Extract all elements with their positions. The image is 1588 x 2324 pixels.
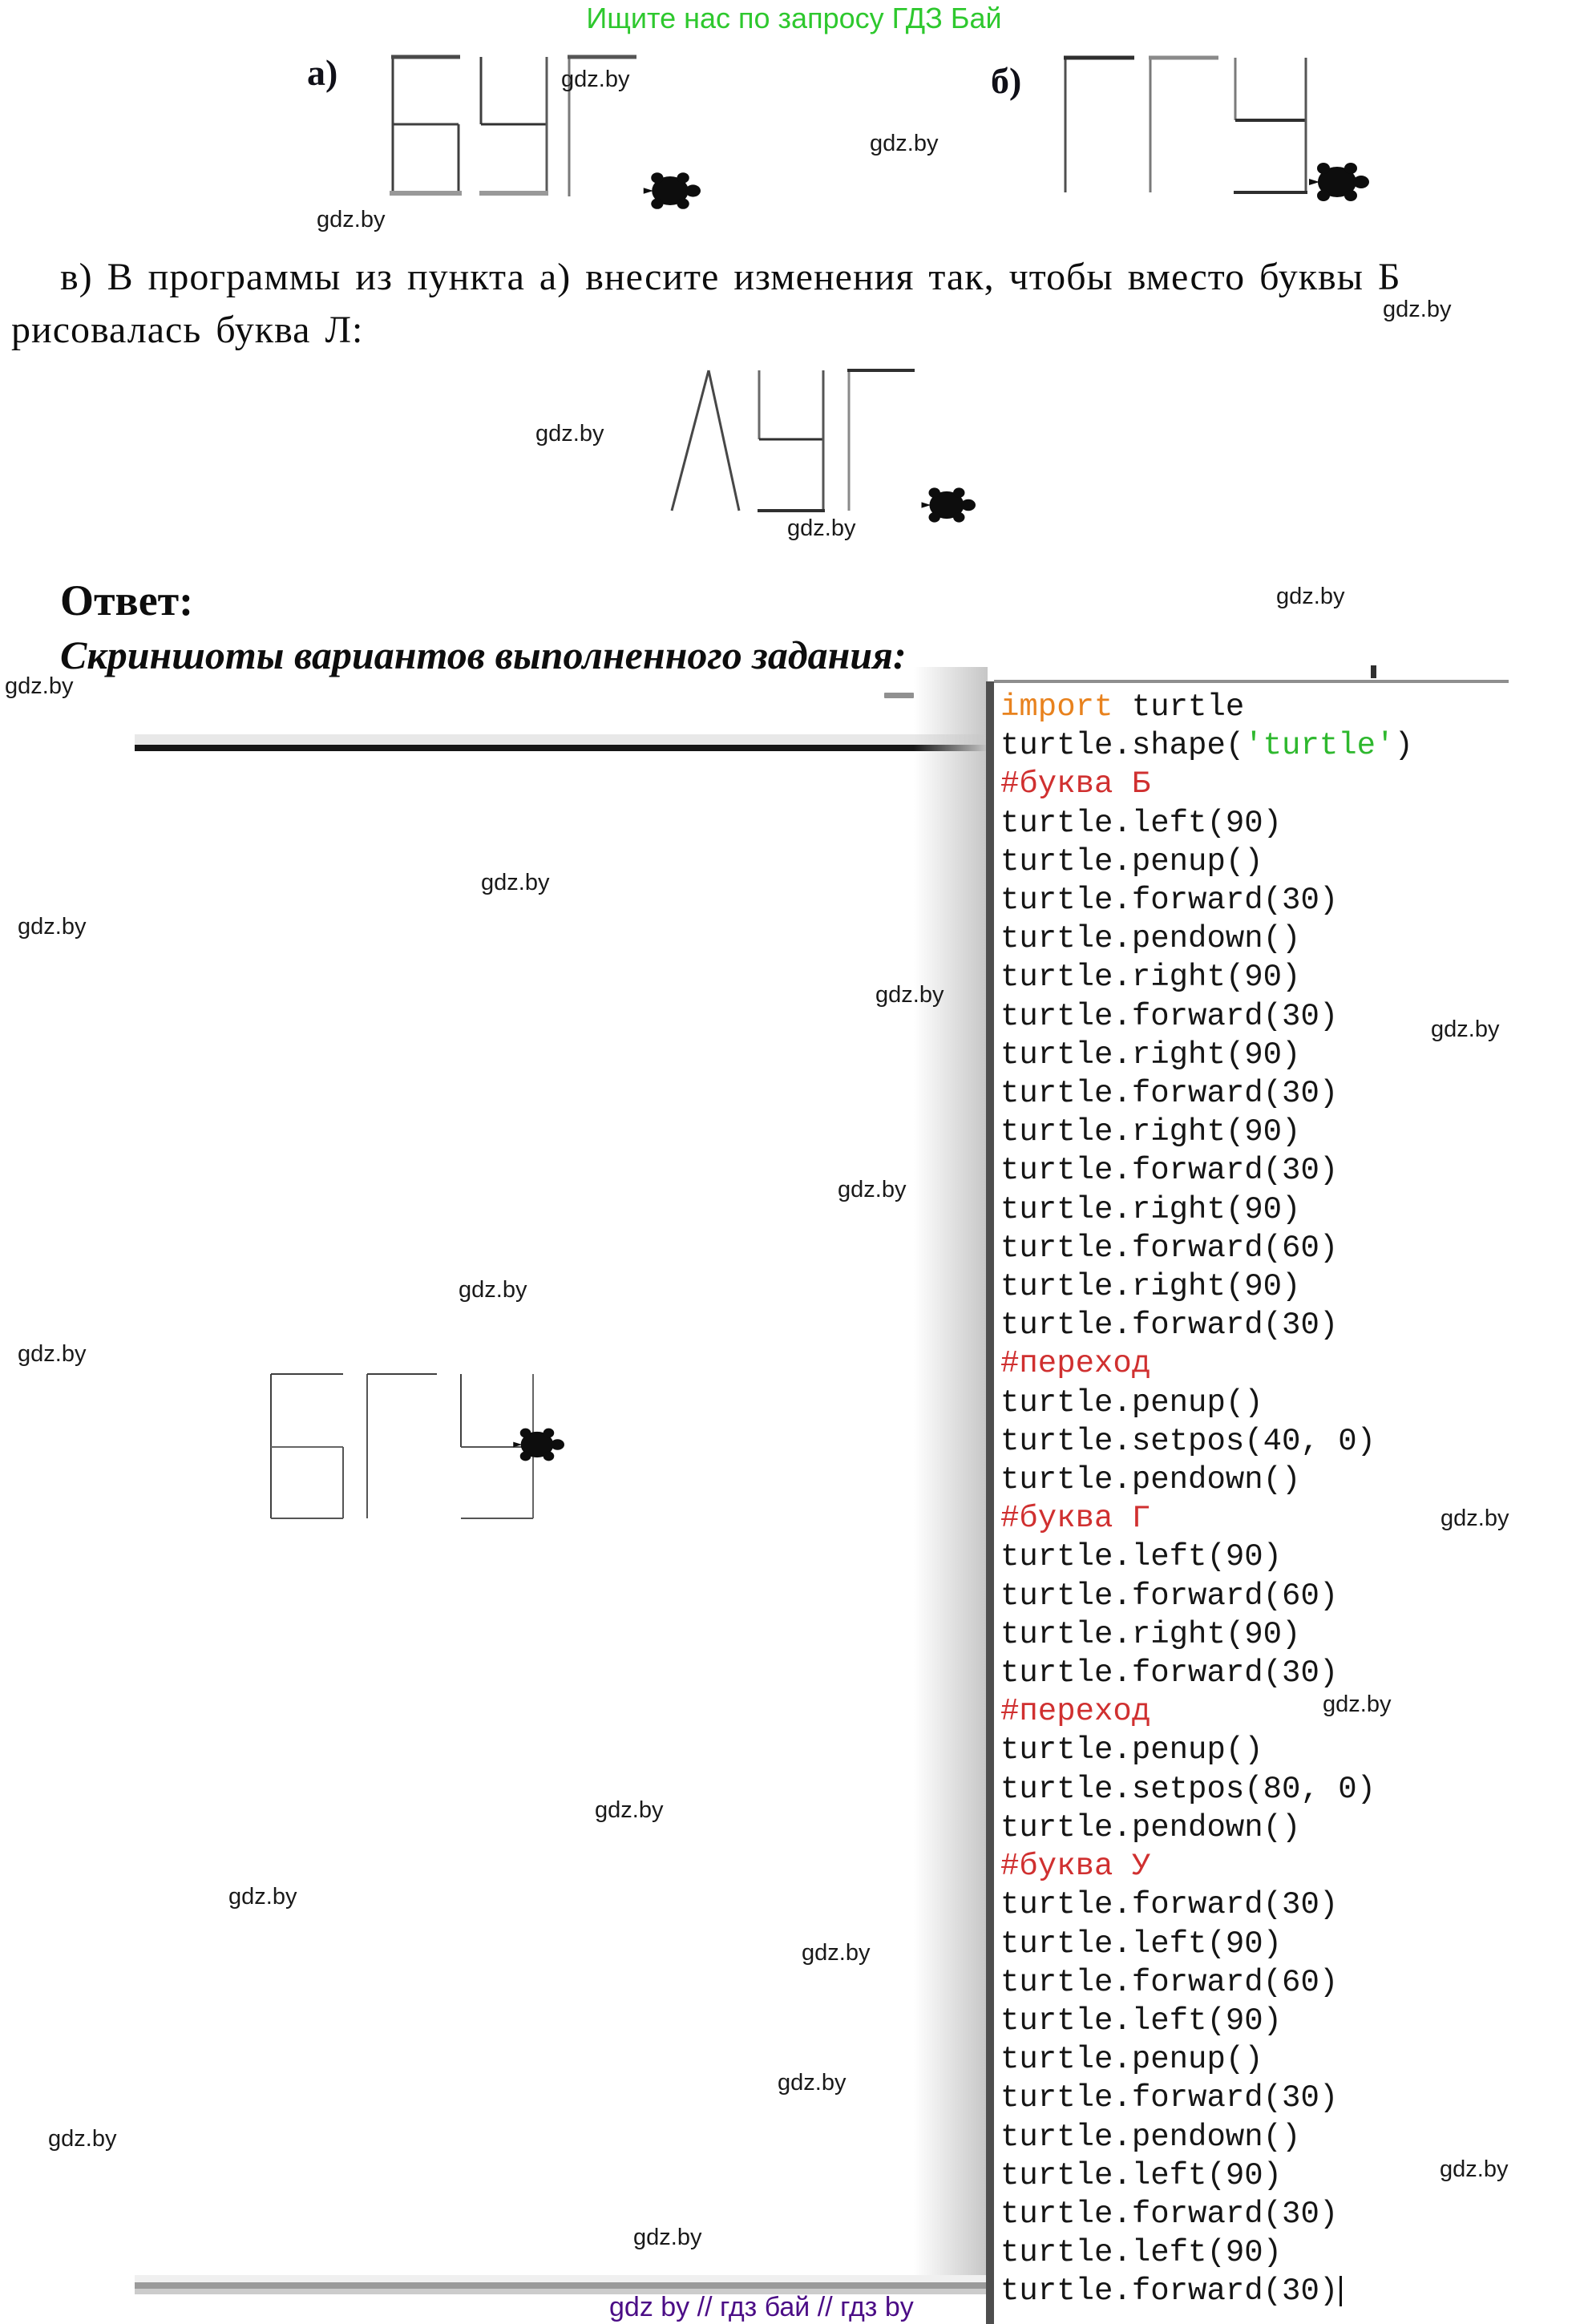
site-header: Ищите нас по запросу ГДЗ Бай — [586, 2, 1002, 34]
code-line: turtle.right(90) — [1000, 1037, 1301, 1073]
code-line: turtle.forward(60) — [1000, 1230, 1339, 1266]
titlebar-band — [135, 734, 988, 745]
gdz-watermark: gdz.by — [802, 1940, 871, 1966]
site-footer: gdz by // гдз бай // гдз by — [609, 2292, 914, 2322]
code-line: turtle.pendown() — [1000, 2119, 1301, 2155]
code-line: turtle.right(90) — [1000, 1114, 1301, 1150]
code-line: turtle.pendown() — [1000, 1809, 1301, 1845]
code-line: turtle.forward(60) — [1000, 1578, 1339, 1614]
gdz-watermark: gdz.by — [1431, 1016, 1500, 1042]
code-line: #буква У — [1000, 1849, 1151, 1885]
code-line: turtle.pendown() — [1000, 1462, 1301, 1498]
code-line: turtle.right(90) — [1000, 1616, 1301, 1652]
code-line: turtle.shape('turtle') — [1000, 728, 1413, 764]
gdz-watermark: gdz.by — [1276, 584, 1345, 609]
gdz-watermark: gdz.by — [875, 982, 944, 1008]
code-line: turtle.left(90) — [1000, 2157, 1283, 2193]
gdz-watermark: gdz.by — [870, 131, 939, 156]
gdz-watermark: gdz.by — [633, 2225, 702, 2250]
code-line: turtle.penup() — [1000, 2042, 1263, 2078]
code-line: turtle.forward(30) — [1000, 883, 1339, 919]
gdz-watermark: gdz.by — [1323, 1691, 1392, 1717]
turtle-icon — [1309, 163, 1369, 201]
figure-a-label: а) — [307, 52, 338, 93]
code-line: turtle.forward(60) — [1000, 1964, 1339, 2000]
bottom-scrollbar-thumb[interactable] — [135, 2282, 988, 2289]
turtle-icon — [513, 1428, 564, 1461]
code-line: turtle.left(90) — [1000, 805, 1283, 841]
code-line: turtle.left(90) — [1000, 1926, 1283, 1962]
gdz-watermark: gdz.by — [787, 515, 856, 541]
code-line: turtle.setpos(80, 0) — [1000, 1771, 1376, 1807]
code-line: turtle.forward(30) — [1000, 1887, 1339, 1923]
answer-heading: Ответ: — [60, 576, 194, 624]
turtle-icon — [643, 172, 701, 209]
code-line: turtle.left(90) — [1000, 2003, 1283, 2039]
code-line: turtle.right(90) — [1000, 960, 1301, 996]
gdz-watermark: gdz.by — [228, 1884, 297, 1910]
turtle-canvas-drawing — [253, 1351, 597, 1535]
code-line: turtle.penup() — [1000, 1732, 1263, 1768]
code-line: #буква Б — [1000, 766, 1151, 802]
gdz-watermark: gdz.by — [18, 1341, 87, 1367]
code-line: import turtle — [1000, 689, 1245, 725]
code-line: turtle.forward(30) — [1000, 2272, 1413, 2310]
task-paragraph-line1: в) В программы из пункта а) внесите изме… — [60, 256, 1401, 298]
figure-a-letters — [377, 46, 721, 231]
code-line: turtle.setpos(40, 0) — [1000, 1423, 1376, 1459]
gdz-watermark: gdz.by — [595, 1797, 664, 1823]
task-paragraph-line2: рисовалась буква Л: — [11, 309, 364, 351]
figure-b-letters — [1034, 46, 1387, 231]
answer-subheading: Скриншоты вариантов выполненного задания… — [60, 633, 907, 677]
minimize-icon[interactable] — [884, 693, 914, 698]
gdz-watermark: gdz.by — [535, 421, 604, 447]
code-line: turtle.left(90) — [1000, 2235, 1283, 2271]
text-cursor — [1339, 2276, 1343, 2307]
code-line: turtle.penup() — [1000, 1384, 1263, 1421]
code-line: turtle.forward(30) — [1000, 1153, 1339, 1189]
code-line: turtle.left(90) — [1000, 1539, 1283, 1575]
code-line: turtle.right(90) — [1000, 1191, 1301, 1227]
code-line: turtle.forward(30) — [1000, 998, 1339, 1034]
editor-top-border — [994, 680, 1509, 683]
code-line: turtle.forward(30) — [1000, 2080, 1339, 2116]
code-line: turtle.pendown() — [1000, 921, 1301, 957]
gdz-watermark: gdz.by — [561, 67, 630, 92]
bottom-scrollbar[interactable] — [135, 2275, 988, 2282]
gdz-watermark: gdz.by — [18, 914, 87, 940]
gdz-watermark: gdz.by — [1383, 297, 1452, 322]
gdz-watermark: gdz.by — [481, 870, 550, 895]
code-line: #буква Г — [1000, 1501, 1151, 1537]
code-line: turtle.right(90) — [1000, 1269, 1301, 1305]
code-line: turtle.forward(30) — [1000, 1308, 1339, 1344]
figure-b-label: б) — [991, 60, 1022, 101]
gdz-watermark: gdz.by — [5, 673, 74, 699]
gdz-watermark: gdz.by — [1441, 1506, 1509, 1531]
code-line: #переход — [1000, 1346, 1151, 1382]
gdz-watermark: gdz.by — [1440, 2156, 1509, 2182]
bottom-scrollbar-edge — [135, 2289, 988, 2294]
figure-v-letters — [605, 357, 990, 561]
gdz-watermark: gdz.by — [459, 1277, 527, 1303]
code-line: turtle.forward(30) — [1000, 2196, 1339, 2232]
scan-artifact — [1371, 665, 1376, 678]
code-line: turtle.penup() — [1000, 843, 1263, 879]
gdz-watermark: gdz.by — [48, 2126, 117, 2152]
titlebar-edge — [135, 745, 988, 751]
window-edge-shadow — [914, 667, 988, 2294]
turtle-icon — [921, 487, 976, 523]
gdz-watermark: gdz.by — [317, 207, 386, 232]
editor-left-border — [986, 681, 994, 2324]
code-line: turtle.forward(30) — [1000, 1655, 1339, 1691]
gdz-watermark: gdz.by — [778, 2070, 847, 2096]
code-line: turtle.forward(30) — [1000, 1076, 1339, 1112]
gdz-watermark: gdz.by — [838, 1177, 907, 1202]
code-line: #переход — [1000, 1694, 1151, 1730]
